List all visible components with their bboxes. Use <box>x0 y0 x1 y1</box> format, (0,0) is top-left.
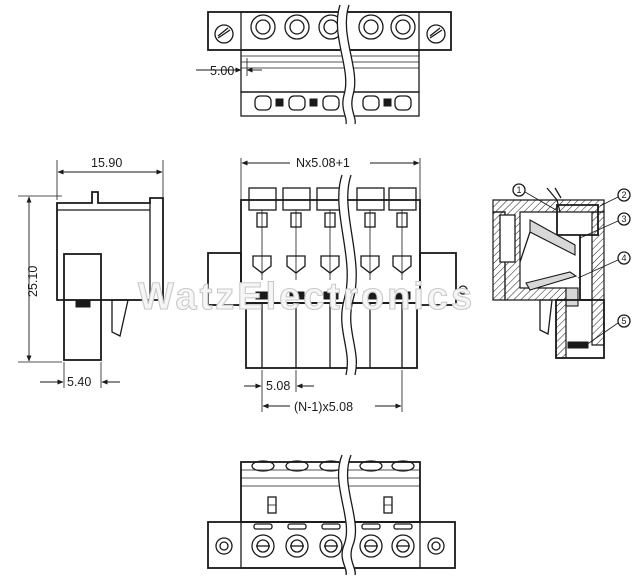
wire-entry-row <box>251 460 415 558</box>
screw-icon <box>427 537 445 555</box>
callout-labels: 1 2 3 4 5 <box>512 183 631 346</box>
dimension-side-bottom: 5.40 <box>67 375 91 389</box>
bottom-view <box>207 453 456 577</box>
dimension-pitch-top: 5.00 <box>210 64 234 78</box>
dimension-side-width: 15.90 <box>91 156 122 170</box>
callout-4: 4 <box>622 253 627 263</box>
watermark-text: WatzElectronics <box>138 276 475 318</box>
front-view: Nx5.08+1 <box>207 156 468 414</box>
terminal-screw-row <box>250 14 416 40</box>
dimension-side-height: 25.10 <box>26 266 40 297</box>
top-view: 5.00 <box>196 3 452 126</box>
dimension-span: (N-1)x5.08 <box>294 400 353 414</box>
section-view: 1 2 3 4 5 <box>492 183 631 359</box>
dimension-pitch-front: 5.08 <box>266 379 290 393</box>
dimension-total-width: Nx5.08+1 <box>296 156 350 170</box>
callout-1: 1 <box>517 185 522 195</box>
callout-5: 5 <box>622 316 627 326</box>
screw-icon <box>214 24 234 44</box>
side-view: 15.90 25.10 5.40 <box>18 156 164 389</box>
screw-icon <box>426 24 446 44</box>
callout-2: 2 <box>622 190 627 200</box>
contact-row <box>254 95 412 111</box>
callout-3: 3 <box>622 214 627 224</box>
terminal-columns <box>248 187 417 368</box>
screw-icon <box>215 537 233 555</box>
